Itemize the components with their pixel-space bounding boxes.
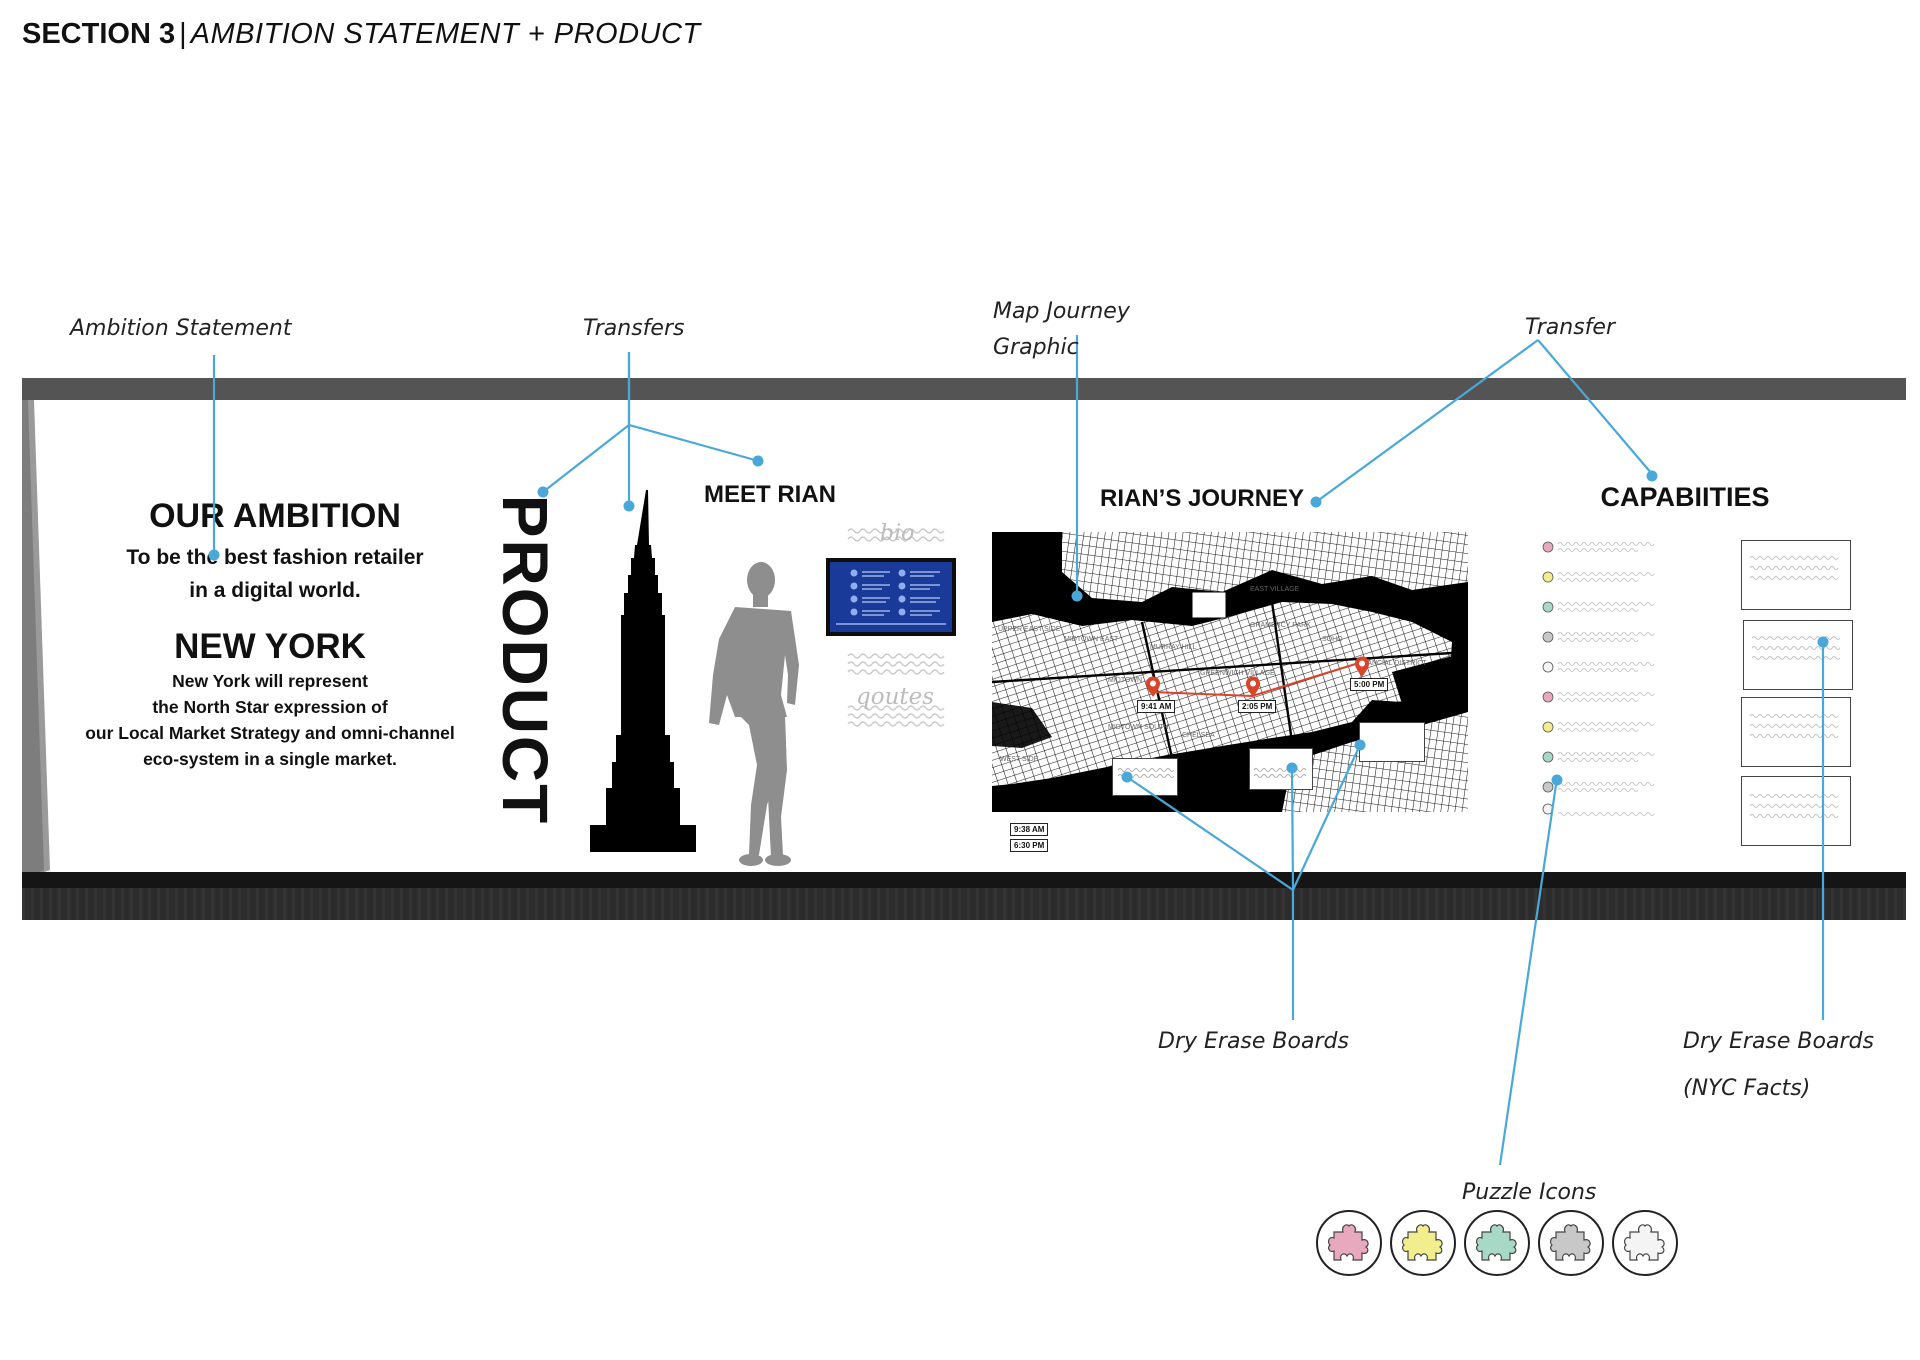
empire-state-silhouette — [590, 490, 696, 852]
map-label-midtown-south: MIDTOWN SOUTH — [1108, 724, 1169, 731]
person-silhouette — [709, 562, 799, 866]
capabilities-heading: CAPABIITIES — [1600, 482, 1770, 512]
callout-dry-erase-boards-facts: Dry Erase Boards — [1683, 1029, 1874, 1054]
bio-wave-lines — [847, 528, 945, 542]
section-number: SECTION 3 — [22, 18, 176, 50]
capability-list — [1542, 541, 1655, 816]
wall-base-strip — [22, 872, 1906, 888]
puzzle-yellow-icon — [1390, 1210, 1456, 1276]
meet-rian-heading: MEET RIAN — [704, 481, 836, 508]
meet-rian-screen — [826, 558, 956, 636]
map-label-murray-hill: MURRAY HILL — [1150, 644, 1197, 651]
bio-label: bio — [880, 521, 915, 546]
callout-dry-erase-boards-map: Dry Erase Boards — [1158, 1029, 1349, 1054]
new-york-line-3: our Local Market Strategy and omni-chann… — [85, 723, 455, 743]
nyc-facts-board-4 — [1741, 776, 1851, 846]
map-label-midtown: MIDTOWN — [1108, 677, 1143, 684]
map-label-greenwich: GREENWICH VILLAGE — [1200, 670, 1275, 677]
wall-left-return — [22, 400, 50, 880]
quotes-label: qoutes — [856, 684, 935, 710]
legend-time-2: 6:30 PM — [1010, 839, 1049, 852]
pin-time-1: 9:41 AM — [1137, 700, 1176, 713]
nyc-facts-board-3 — [1741, 697, 1851, 767]
page-header: SECTION 3|AMBITION STATEMENT + PRODUCT — [22, 18, 701, 51]
new-york-line-2: the North Star expression of — [152, 697, 388, 717]
callout-transfers: Transfers — [583, 316, 685, 341]
map-dry-erase-board-3 — [1359, 722, 1425, 762]
callout-map-journey-line-2: Graphic — [993, 335, 1079, 360]
puzzle-mint-icon — [1464, 1210, 1530, 1276]
map-label-gramercy: GRAMERCY PARK — [1250, 622, 1311, 629]
callout-map-journey-line-1: Map Journey — [993, 299, 1130, 324]
callout-ambition-statement: Ambition Statement — [70, 316, 292, 341]
callout-puzzle-icons: Puzzle Icons — [1462, 1180, 1597, 1205]
quotes-wave-lines — [847, 653, 945, 727]
map-label-midtown-east: MIDTOWN EAST — [1064, 636, 1119, 643]
floor — [22, 888, 1906, 920]
map-label-east-village: EAST VILLAGE — [1250, 586, 1300, 593]
puzzle-white-icon — [1612, 1210, 1678, 1276]
new-york-line-4: eco-system in a single market. — [143, 749, 397, 769]
ambition-line-1: To be the best fashion retailer — [126, 546, 424, 569]
new-york-text: New York will represent the North Star e… — [60, 668, 480, 772]
map-label-chelsea: CHELSEA — [1182, 732, 1215, 739]
ambition-heading: OUR AMBITION — [149, 497, 401, 535]
map-label-financial: FINANCIAL DISTRICT — [1356, 660, 1427, 667]
pin-time-3: 5:00 PM — [1350, 678, 1389, 691]
header-divider: | — [179, 18, 187, 50]
puzzle-icons-row — [1316, 1210, 1678, 1276]
pin-time-2: 2:05 PM — [1238, 700, 1277, 713]
callout-transfer: Transfer — [1525, 315, 1615, 340]
new-york-line-1: New York will represent — [172, 671, 368, 691]
floor-texture — [22, 888, 1906, 920]
location-pin-icon — [1146, 676, 1160, 697]
journey-heading: RIAN’S JOURNEY — [1100, 485, 1305, 512]
new-york-heading: NEW YORK — [174, 627, 366, 666]
callout-nyc-facts: (NYC Facts) — [1683, 1076, 1811, 1101]
wall-face — [22, 400, 1906, 888]
puzzle-grey-icon — [1538, 1210, 1604, 1276]
nyc-facts-board-2 — [1743, 620, 1853, 690]
map-label-west-side: WEST SIDE — [1000, 756, 1039, 763]
wall-top-edge — [22, 378, 1906, 400]
location-pin-icon — [1246, 676, 1260, 697]
nyc-facts-board-1 — [1741, 540, 1851, 610]
ambition-line-2: in a digital world. — [189, 579, 361, 602]
legend-time-1: 9:38 AM — [1010, 823, 1049, 836]
map-label-soho: SOHO — [1322, 636, 1343, 643]
puzzle-pink-icon — [1316, 1210, 1382, 1276]
location-pin-icon — [1355, 656, 1369, 677]
map-label-upper-east: UPPER EAST SIDE — [998, 626, 1061, 633]
journey-map — [992, 532, 1468, 812]
ambition-text: To be the best fashion retailer in a dig… — [100, 541, 450, 607]
section-subtitle: AMBITION STATEMENT + PRODUCT — [190, 18, 701, 50]
